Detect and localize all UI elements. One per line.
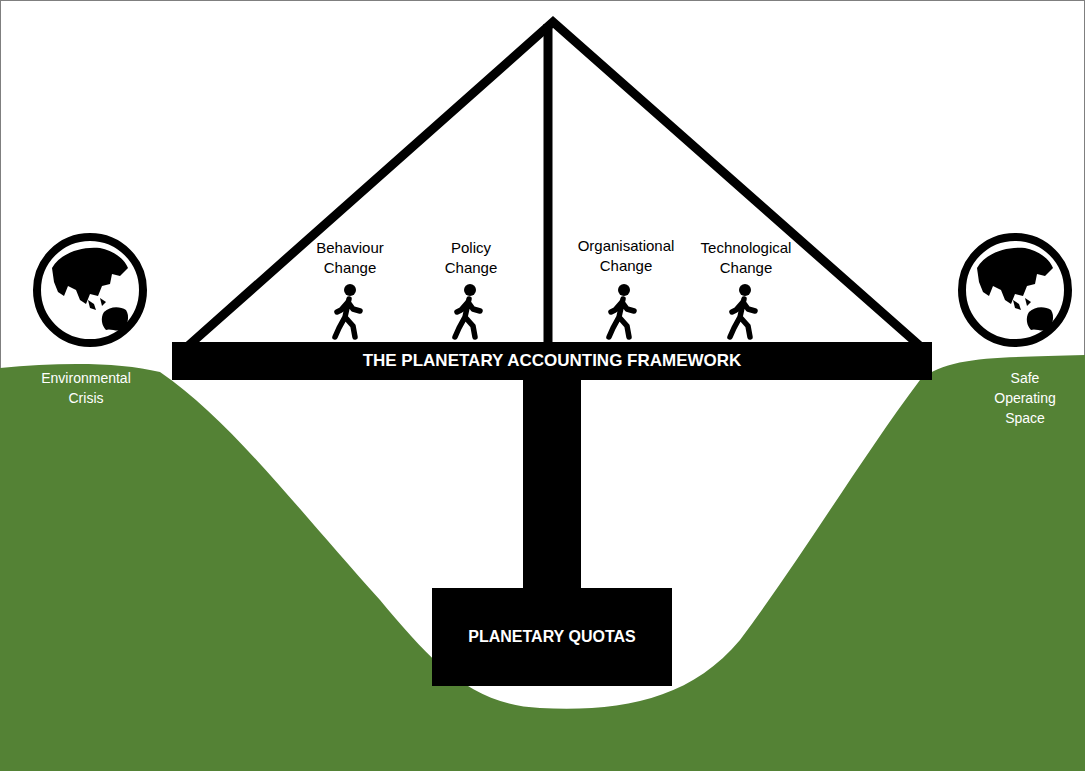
walking-figure bbox=[730, 284, 755, 337]
node-text-group: THE PLANETARY ACCOUNTING FRAMEWORK bbox=[363, 351, 742, 371]
hill-label: Environmental Crisis bbox=[30, 368, 142, 408]
walking-figure bbox=[609, 284, 634, 337]
globe-icon bbox=[37, 237, 143, 343]
truss-roof bbox=[188, 22, 920, 346]
node-label: PLANETARY QUOTAS bbox=[468, 628, 635, 646]
node-text-group: PLANETARY QUOTAS bbox=[468, 628, 635, 646]
node-label: THE PLANETARY ACCOUNTING FRAMEWORK bbox=[363, 351, 742, 371]
walking-figure bbox=[335, 284, 360, 337]
change-label: Policy Change bbox=[440, 238, 502, 278]
truss-post bbox=[544, 24, 553, 346]
change-label: Organisational Change bbox=[570, 236, 682, 276]
globe-icon bbox=[962, 237, 1068, 343]
change-label: Technological Change bbox=[693, 238, 799, 278]
green-hills bbox=[0, 355, 1085, 771]
hill-label: Safe Operating Space bbox=[989, 368, 1061, 428]
support-pillar bbox=[523, 380, 581, 589]
walking-figure bbox=[455, 284, 480, 337]
change-label: Behaviour Change bbox=[309, 238, 391, 278]
bridge-truss bbox=[188, 22, 920, 346]
quotas-foundation: PLANETARY QUOTAS bbox=[432, 588, 672, 686]
framework-deck: THE PLANETARY ACCOUNTING FRAMEWORK bbox=[172, 342, 932, 380]
